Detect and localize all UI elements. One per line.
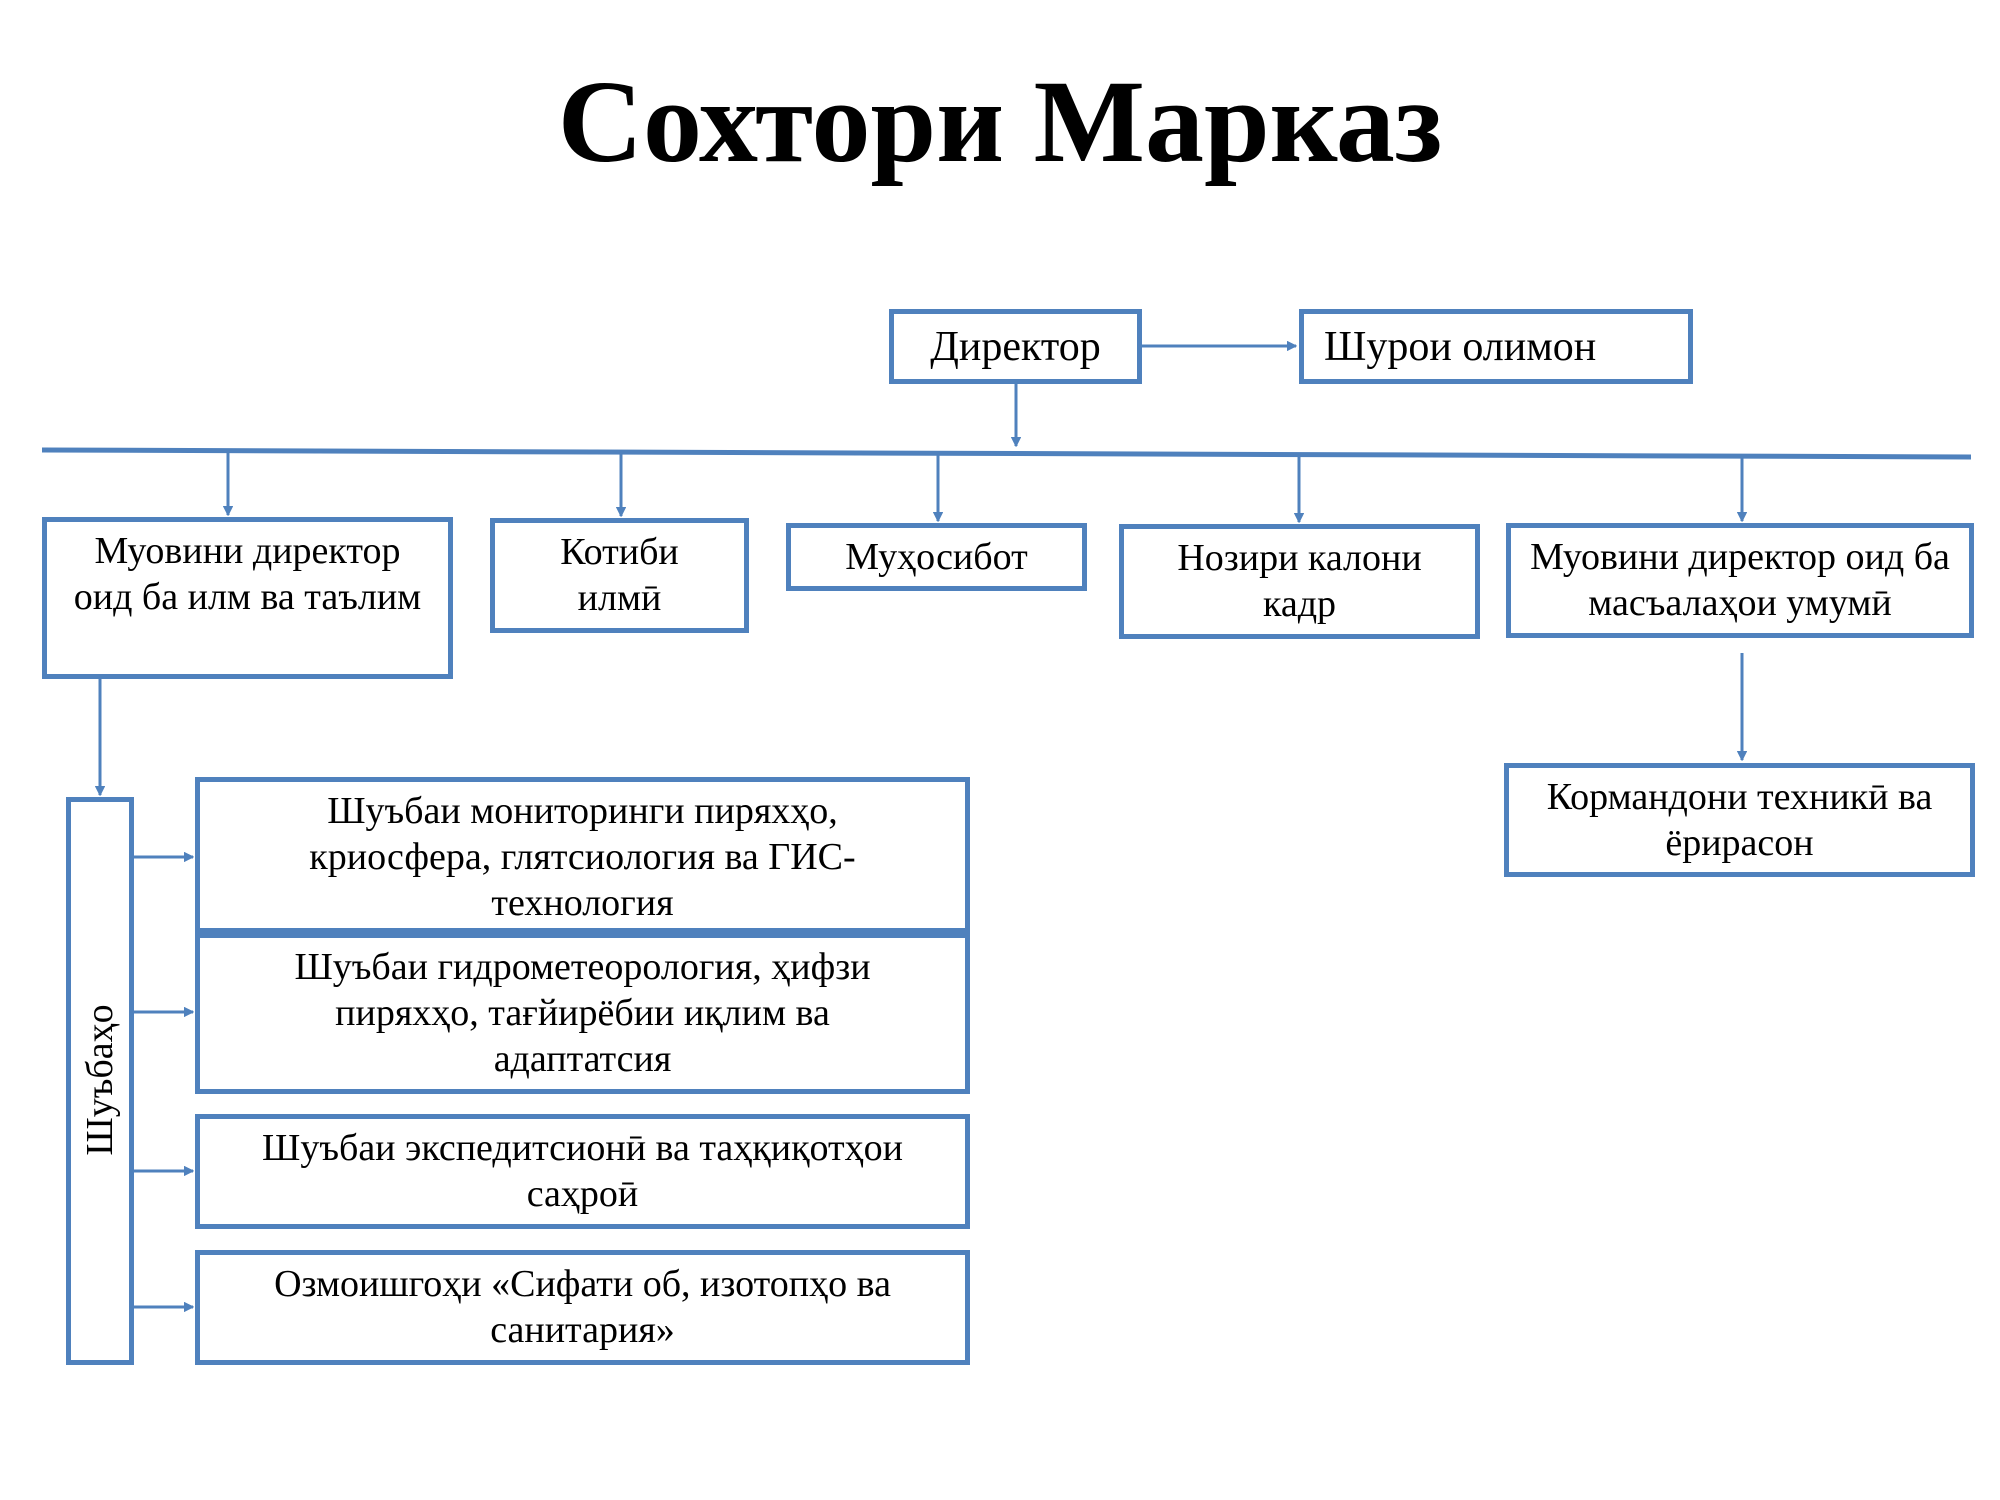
department-box-2: Шуъбаи гидрометеорология, ҳифзи пиряхҳо,… (195, 933, 970, 1094)
deputy-general-label: Муовини директор оид ба масъалаҳои умумӣ (1530, 536, 1950, 624)
council-box: Шурои олимон (1299, 309, 1693, 384)
hr-inspector-box: Нозири калони кадр (1119, 524, 1480, 639)
scientific-secretary-box: Котиби илмӣ (490, 518, 749, 633)
council-label: Шурои олимон (1324, 323, 1597, 370)
department-label: Озмоишгоҳи «Сифати об, изотопҳо ва санит… (274, 1263, 891, 1351)
technical-staff-label: Кормандони техникӣ ва ёрирасон (1546, 776, 1933, 864)
department-label: Шуъбаи мониторинги пиряхҳо, криосфера, г… (309, 790, 856, 924)
accounting-box: Муҳосибот (786, 523, 1087, 591)
department-box-4: Озмоишгоҳи «Сифати об, изотопҳо ва санит… (195, 1250, 970, 1365)
department-label: Шуъбаи гидрометеорология, ҳифзи пиряхҳо,… (294, 946, 871, 1080)
department-box-3: Шуъбаи экспедитсионӣ ва таҳқиқотҳои саҳр… (195, 1114, 970, 1229)
deputy-general-box: Муовини директор оид ба масъалаҳои умумӣ (1506, 523, 1974, 638)
scientific-secretary-label: Котиби илмӣ (560, 531, 679, 619)
accounting-label: Муҳосибот (845, 536, 1028, 578)
technical-staff-box: Кормандони техникӣ ва ёрирасон (1504, 763, 1975, 877)
deputy-science-box: Муовини директор оид ба илм ва таълим (42, 517, 453, 679)
department-box-1: Шуъбаи мониторинги пиряхҳо, криосфера, г… (195, 777, 970, 933)
departments-group-box (66, 797, 134, 1365)
horizontal-bus-line (41, 447, 1972, 460)
deputy-science-label: Муовини директор оид ба илм ва таълим (73, 530, 422, 618)
hr-inspector-label: Нозири калони кадр (1177, 537, 1422, 625)
department-label: Шуъбаи экспедитсионӣ ва таҳқиқотҳои саҳр… (262, 1127, 903, 1215)
departments-label: Шуъбаҳо (79, 1004, 121, 1156)
director-box: Директор (889, 309, 1142, 384)
page-title: Сохтори Марказ (557, 56, 1443, 187)
director-label: Директор (930, 323, 1101, 370)
